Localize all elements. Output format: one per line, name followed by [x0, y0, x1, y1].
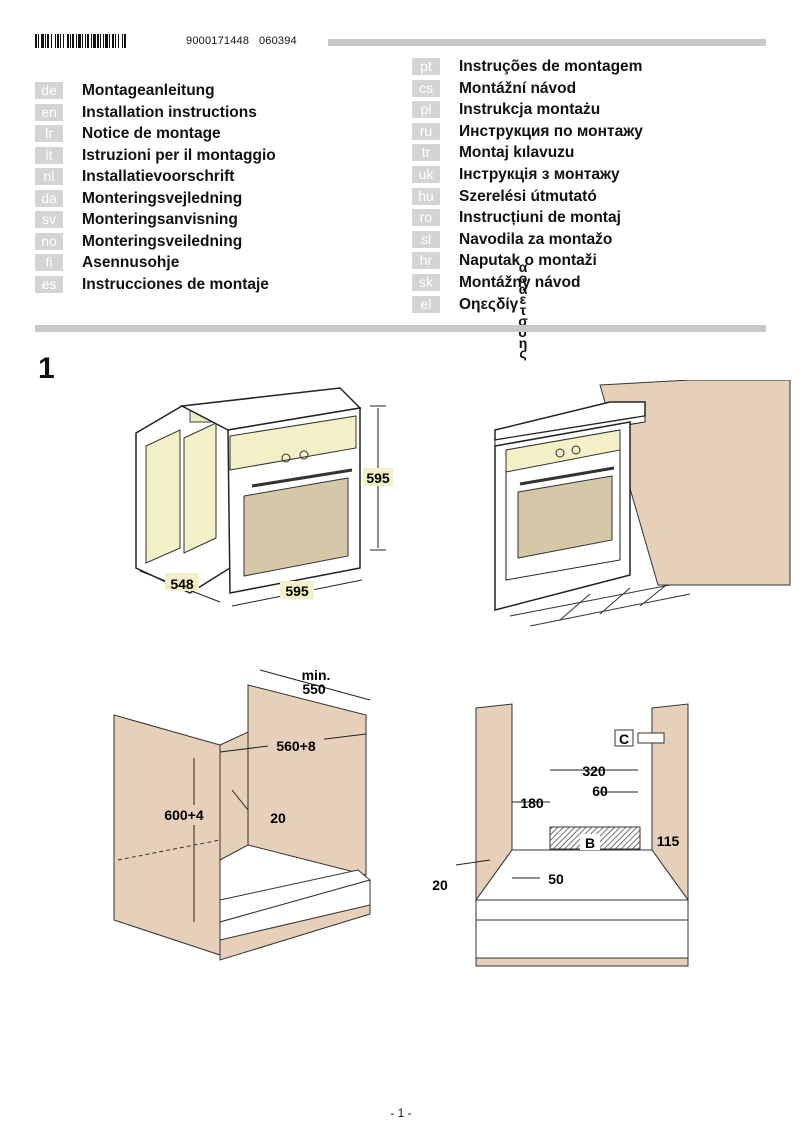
- language-title: Installatievoorschrift: [82, 168, 235, 185]
- oven-dimensions-illustration: 595 548 595: [135, 387, 393, 607]
- vertical-char: α: [518, 280, 528, 297]
- language-title: Monteringsveiledning: [82, 232, 243, 250]
- dim-180: 180: [520, 795, 544, 811]
- installed-oven-illustration: [494, 380, 791, 627]
- language-code-badge: pt: [412, 58, 440, 75]
- language-code-badge: ro: [412, 209, 440, 227]
- language-title: Инструкция по монтажу: [459, 122, 643, 140]
- dim-oven-height: 595: [366, 470, 390, 486]
- dim-115: 115: [657, 833, 680, 849]
- language-code-badge: sl: [412, 230, 440, 248]
- language-code-badge: cs: [412, 79, 440, 97]
- cabinet-niche-illustration: min. 550 560+8 600+4 20: [113, 667, 372, 961]
- language-title: Monteringsvejledning: [82, 189, 243, 207]
- dim-320: 320: [582, 763, 606, 779]
- ventilation-illustration: B C 320 60 180 115 20 50: [432, 703, 689, 967]
- page-number: - 1 -: [390, 1106, 412, 1120]
- vertical-char: ς: [519, 345, 527, 362]
- language-title: Navodila za montažo: [459, 230, 613, 248]
- document-number: 9000171448 060394: [186, 35, 297, 47]
- language-code-badge: es: [35, 275, 63, 293]
- vertical-char: η: [518, 334, 528, 351]
- language-code-badge: pl: [412, 101, 440, 119]
- dim-oven-depth: 548: [170, 576, 194, 592]
- doc-number: 9000171448: [186, 35, 250, 47]
- label-b: B: [585, 835, 595, 851]
- language-title: Instrukcja montażu: [459, 101, 601, 119]
- language-title: Notice de montage: [82, 125, 221, 142]
- dim-niche-width: 560+8: [276, 738, 316, 754]
- section-rule: [35, 325, 766, 332]
- section-number: 1: [38, 352, 55, 385]
- language-title: Montaj kılavuzu: [459, 144, 575, 162]
- dim-60: 60: [592, 783, 608, 799]
- language-code-badge: en: [35, 103, 63, 121]
- language-code-badge: el: [412, 295, 440, 313]
- dim-oven-width: 595: [285, 583, 309, 599]
- vertical-char: ε: [519, 291, 527, 308]
- language-code-badge: da: [35, 189, 63, 207]
- dim-gap-20b: 20: [432, 877, 448, 893]
- language-code-badge: nl: [35, 168, 63, 185]
- language-code-badge: hr: [412, 252, 440, 270]
- language-code-badge: it: [35, 146, 63, 164]
- language-title: Οηεςδίγ: [459, 295, 519, 313]
- language-title: Інструкція з монтажу: [459, 166, 620, 183]
- language-title: Montageanleitung: [82, 82, 215, 99]
- dim-min-label: min.: [302, 667, 331, 683]
- dim-niche-height: 600+4: [164, 807, 204, 823]
- dim-gap-20a: 20: [270, 810, 286, 826]
- header-rule: [328, 39, 766, 46]
- language-code-badge: no: [35, 232, 63, 250]
- language-title: Asennusohje: [82, 254, 180, 271]
- language-title: Installation instructions: [82, 103, 257, 121]
- language-code-badge: ru: [412, 122, 440, 140]
- language-title: Montážny návod: [459, 274, 581, 291]
- language-title: Szerelési útmutató: [459, 187, 597, 205]
- vertical-char: τ: [519, 302, 527, 319]
- language-title: Instrucțiuni de montaj: [459, 209, 621, 227]
- barcode: [35, 34, 126, 48]
- vertical-char: σ: [518, 312, 528, 329]
- greek-overflow-text: αοαετσσης: [516, 259, 530, 362]
- language-title: Monteringsanvisning: [82, 211, 238, 228]
- doc-code: 060394: [258, 35, 297, 47]
- language-title: Instruções de montagem: [459, 58, 643, 75]
- language-title: Istruzioni per il montaggio: [82, 146, 276, 164]
- dim-50: 50: [548, 871, 564, 887]
- language-code-badge: hu: [412, 187, 440, 205]
- vertical-char: ο: [518, 269, 528, 286]
- dim-min-value: 550: [302, 681, 326, 697]
- label-c: C: [619, 731, 629, 747]
- language-title: Instrucciones de montaje: [82, 275, 269, 293]
- language-code-badge: tr: [412, 144, 440, 162]
- language-code-badge: de: [35, 82, 63, 99]
- language-title: Montážní návod: [459, 79, 577, 97]
- language-code-badge: uk: [412, 166, 440, 183]
- language-title: Naputak o montaži: [459, 252, 597, 270]
- language-code-badge: fr: [35, 125, 63, 142]
- language-code-badge: sk: [412, 274, 440, 291]
- language-code-badge: sv: [35, 211, 63, 228]
- language-code-badge: fi: [35, 254, 63, 271]
- vertical-char: α: [518, 259, 528, 275]
